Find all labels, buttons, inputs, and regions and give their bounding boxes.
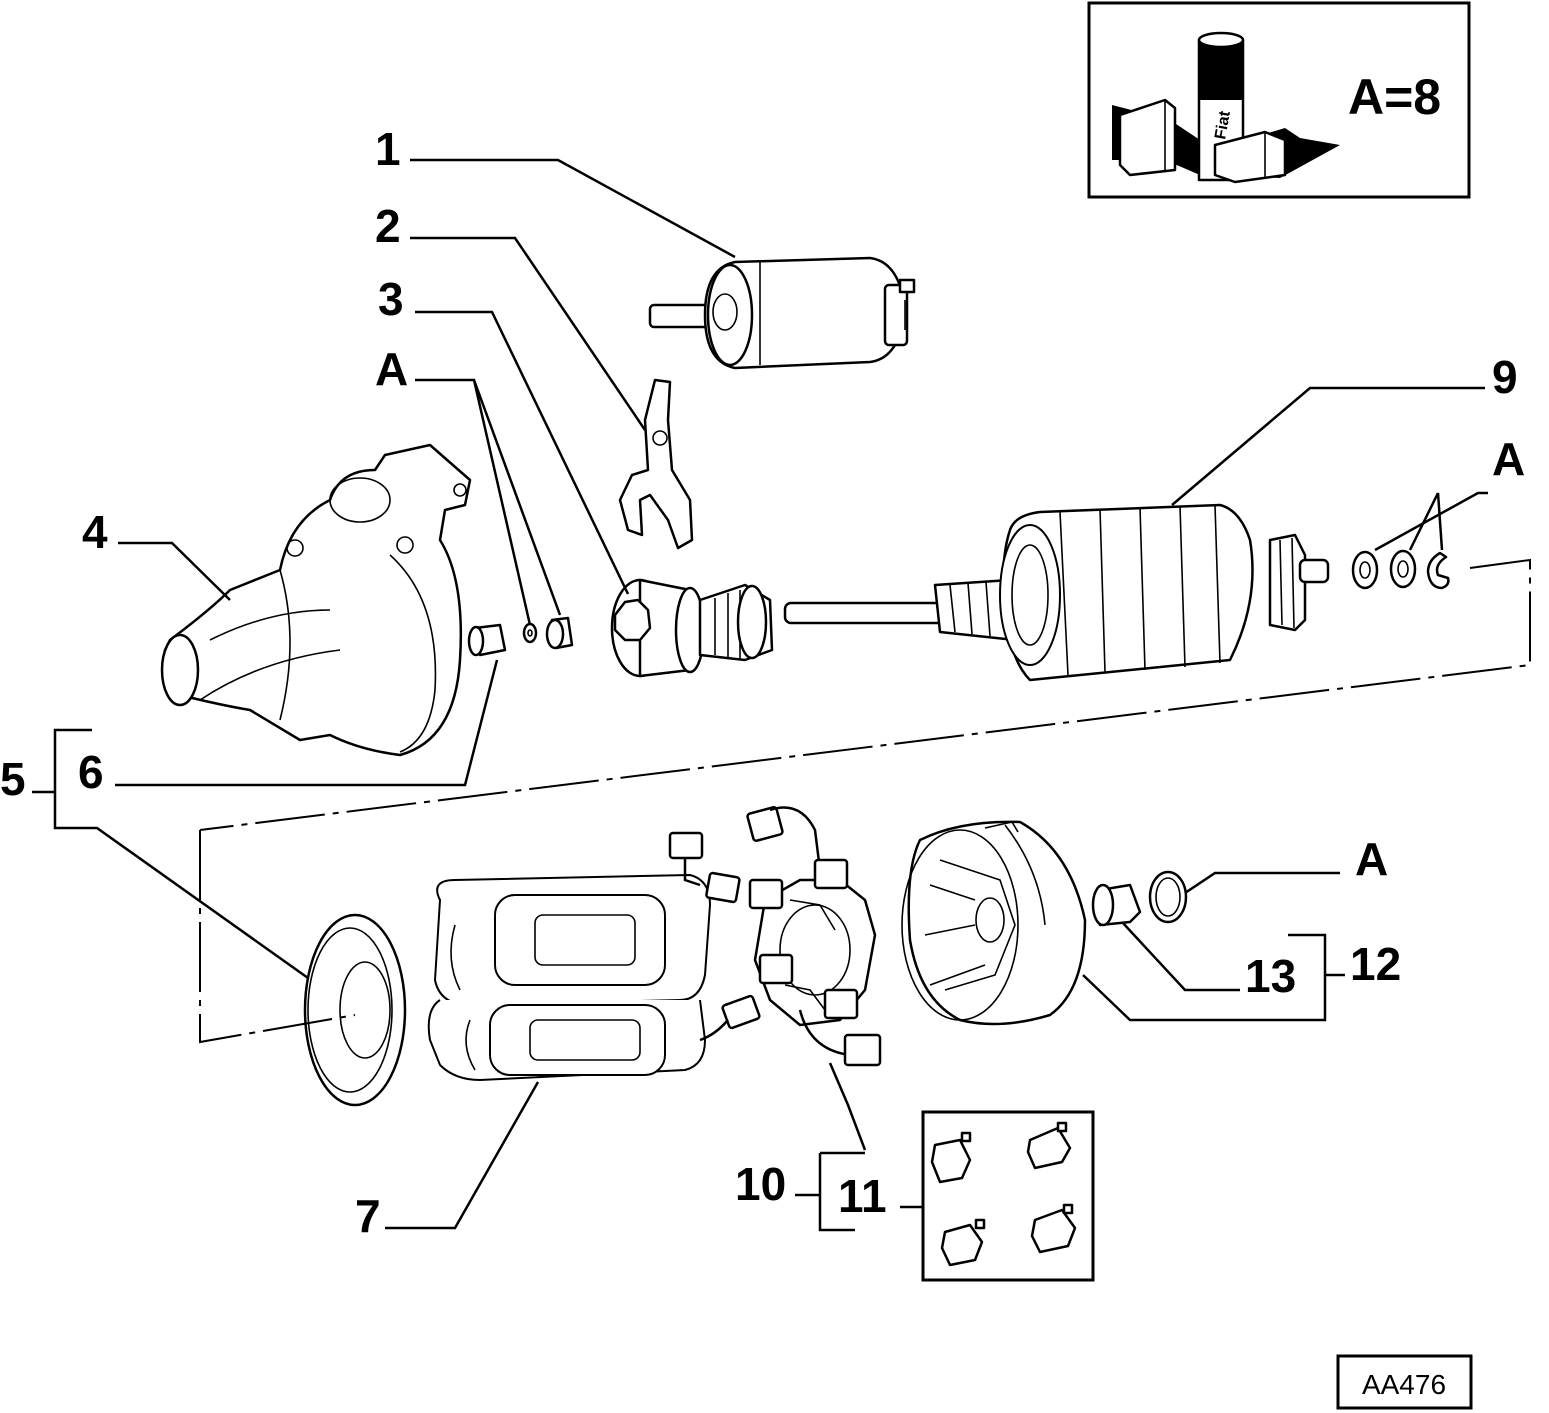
label-12: 12: [1350, 938, 1401, 990]
label-1: 1: [375, 123, 401, 175]
part-4-drive-end-housing: [160, 443, 472, 757]
label-a-top: A: [375, 343, 408, 395]
part-3-drive-pinion: [610, 578, 774, 678]
o-ring-a: [1148, 870, 1188, 924]
assembly-axis-line-bottom: [199, 830, 356, 1044]
part-13-bush: [1091, 883, 1142, 927]
label-a-bottom: A: [1355, 833, 1388, 885]
leader-lines: [32, 158, 1488, 1232]
label-6: 6: [78, 746, 104, 798]
label-7: 7: [355, 1190, 381, 1242]
circlip-a-right: [1426, 551, 1450, 590]
part-12-end-housing: [901, 820, 1087, 1026]
part-1-solenoid: [648, 256, 916, 370]
label-3: 3: [378, 273, 404, 325]
assembly-axis-line-top: [199, 558, 1531, 831]
legend-text: A=8: [1348, 69, 1441, 125]
label-10: 10: [735, 1158, 786, 1210]
washer-a-thick: [545, 616, 574, 650]
part-9-armature: [783, 503, 1330, 682]
washer-a-right-2: [1389, 549, 1417, 589]
washer-a-right-1: [1351, 550, 1379, 590]
brush-icon-3: [940, 1218, 986, 1267]
brush-icon-1: [930, 1131, 972, 1184]
part-10-brush-holder: [746, 806, 882, 1067]
drawing-code: AA476: [1362, 1369, 1446, 1400]
label-11: 11: [838, 1170, 887, 1222]
brush-icon-2: [1026, 1121, 1072, 1170]
brush-icon-4: [1030, 1203, 1077, 1254]
grease-icon: Fiat: [1112, 31, 1340, 184]
can-brand-label: Fiat: [1212, 109, 1234, 141]
label-a-right: A: [1492, 433, 1525, 485]
washer-a-small: [522, 622, 538, 644]
part-6-bush: [467, 623, 507, 657]
part-5-plate: [303, 913, 407, 1107]
grease-legend-box: Fiat A=8: [1087, 1, 1471, 199]
part-11-brush-kit-box: [921, 1110, 1095, 1282]
label-4: 4: [82, 506, 108, 558]
label-13: 13: [1245, 950, 1296, 1002]
label-5: 5: [0, 753, 26, 805]
part-7-field-coils: [427, 831, 761, 1082]
drawing-code-box: AA476: [1336, 1354, 1473, 1410]
label-9: 9: [1492, 351, 1518, 403]
label-2: 2: [375, 200, 401, 252]
part-2-shift-fork: [618, 378, 694, 550]
